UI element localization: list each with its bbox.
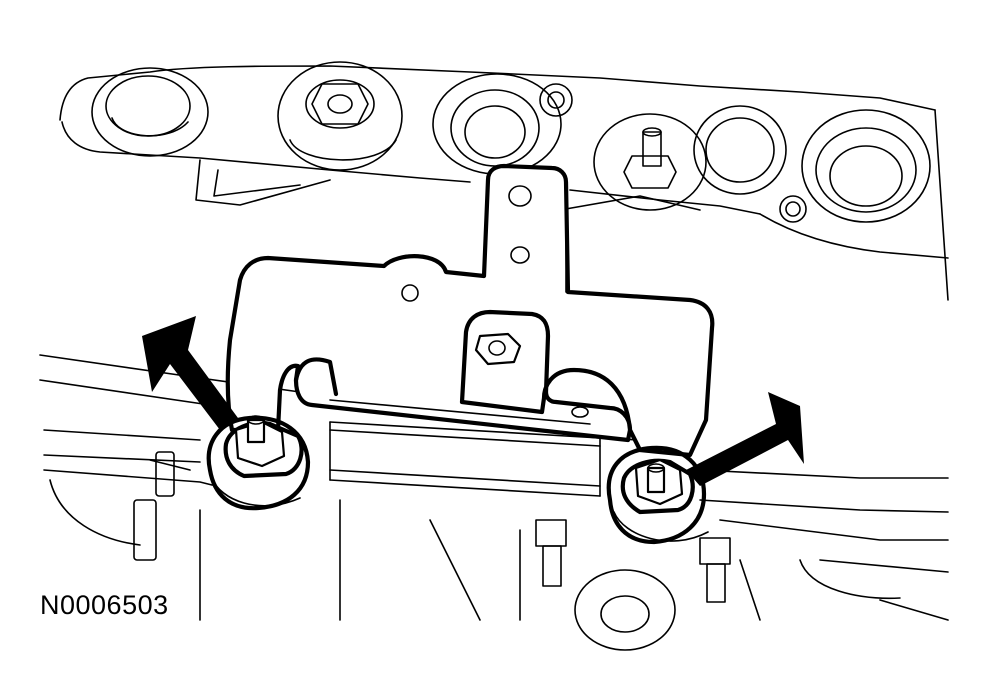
manifold-port-1	[91, 67, 209, 157]
upper-manifold-casting	[59, 65, 949, 301]
manifold-port-4	[693, 105, 787, 195]
manifold-port-3	[432, 73, 562, 175]
bracket-hole-tab	[571, 406, 589, 418]
right-bolt-arrow	[686, 392, 804, 486]
bracket-hole-top	[508, 185, 532, 207]
injector-stud-center	[535, 519, 567, 587]
left-bolt-arrow	[142, 316, 238, 430]
bracket-hole-mid	[510, 246, 530, 264]
injector-stud-right	[699, 537, 731, 603]
manifold-port-2	[277, 61, 403, 171]
mounting-bracket	[225, 163, 715, 458]
small-bolt-head	[539, 83, 573, 117]
left-mounting-nut	[206, 415, 311, 511]
injector-clip-left	[133, 451, 191, 561]
manifold-stud	[593, 113, 707, 211]
right-mounting-nut	[606, 445, 709, 545]
small-boss	[779, 195, 807, 223]
bracket-hole-left	[401, 284, 419, 302]
figure-reference-code: N0006503	[40, 590, 169, 620]
lower-pulley	[574, 569, 676, 651]
manifold-port-5	[801, 109, 931, 223]
